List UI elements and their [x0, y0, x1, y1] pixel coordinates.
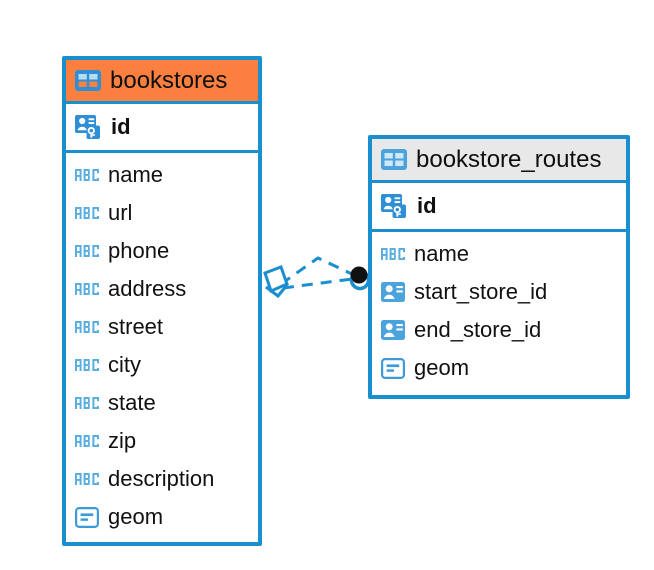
field-label-id: id	[417, 193, 437, 218]
field-label-geom: geom	[108, 504, 164, 529]
relationship-line-upper	[280, 256, 355, 286]
foreign-key-icon	[381, 282, 405, 302]
foreign-key-icon	[381, 320, 405, 340]
field-label-state: state	[108, 390, 156, 415]
entity-bookstores-title: bookstores	[110, 66, 228, 94]
field-label-id: id	[111, 114, 131, 139]
field-label-street: street	[108, 314, 164, 339]
text-field-icon	[75, 283, 99, 295]
field-row-address[interactable]: address	[66, 270, 258, 308]
text-field-icon	[381, 248, 405, 260]
text-field-icon	[75, 397, 99, 409]
field-row-end-store-id[interactable]: end_store_id	[372, 311, 626, 349]
field-row-id[interactable]: id	[66, 104, 258, 150]
field-row-street[interactable]: street	[66, 308, 258, 346]
entity-bookstores[interactable]: bookstores id	[62, 56, 262, 546]
field-row-name[interactable]: name	[66, 156, 258, 194]
relationship-line-lower	[282, 277, 353, 290]
field-label-phone: phone	[108, 238, 170, 263]
field-row-id[interactable]: id	[372, 183, 626, 229]
field-label-description: description	[108, 466, 215, 491]
entity-bookstore-routes-title: bookstore_routes	[416, 145, 602, 173]
text-field-icon	[75, 321, 99, 333]
primary-key-icon	[75, 114, 102, 140]
text-field-icon	[75, 169, 99, 181]
field-row-zip[interactable]: zip	[66, 422, 258, 460]
field-row-phone[interactable]: phone	[66, 232, 258, 270]
table-icon	[75, 70, 101, 91]
field-row-description[interactable]: description	[66, 460, 258, 498]
field-label-url: url	[108, 200, 133, 225]
field-label-zip: zip	[108, 428, 137, 453]
field-row-start-store-id[interactable]: start_store_id	[372, 273, 626, 311]
field-row-geom[interactable]: geom	[66, 498, 258, 536]
entity-bookstore-routes-fields: name start_store_id	[372, 232, 626, 391]
entity-bookstore-routes[interactable]: bookstore_routes	[368, 135, 630, 399]
geometry-field-icon	[75, 506, 99, 528]
table-icon	[381, 149, 407, 170]
entity-bookstores-fields: name	[66, 153, 258, 540]
crows-foot-diamond-marker	[263, 265, 289, 299]
field-label-city: city	[108, 352, 141, 377]
field-row-url[interactable]: url	[66, 194, 258, 232]
filled-circle-marker	[349, 266, 371, 291]
text-field-icon	[75, 207, 99, 219]
text-field-icon	[75, 359, 99, 371]
field-row-geom[interactable]: geom	[372, 349, 626, 387]
field-label-start-store-id: start_store_id	[414, 279, 548, 304]
primary-key-icon	[381, 193, 408, 219]
field-label-geom: geom	[414, 355, 470, 380]
field-label-address: address	[108, 276, 187, 301]
entity-bookstore-routes-header[interactable]: bookstore_routes	[372, 139, 626, 183]
field-label-name: name	[414, 241, 470, 266]
field-row-state[interactable]: state	[66, 384, 258, 422]
field-label-end-store-id: end_store_id	[414, 317, 542, 342]
geometry-field-icon	[381, 357, 405, 379]
field-label-name: name	[108, 162, 164, 187]
entity-bookstore-routes-primary-key-section: id	[372, 183, 626, 232]
text-field-icon	[75, 435, 99, 447]
entity-bookstores-primary-key-section: id	[66, 104, 258, 153]
text-field-icon	[75, 245, 99, 257]
text-field-icon	[75, 473, 99, 485]
entity-bookstores-header[interactable]: bookstores	[66, 60, 258, 104]
field-row-name[interactable]: name	[372, 235, 626, 273]
field-row-city[interactable]: city	[66, 346, 258, 384]
